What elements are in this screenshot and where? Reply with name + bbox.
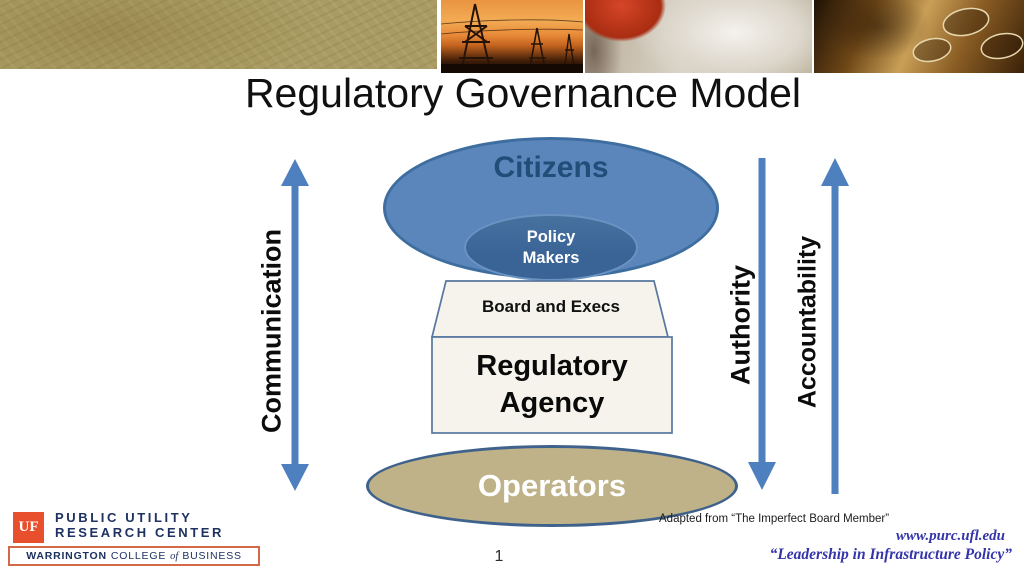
powerlines-silhouette-icon: [441, 3, 583, 73]
accountability-label: Accountability: [793, 235, 822, 409]
source-credit: Adapted from “The Imperfect Board Member…: [659, 513, 890, 525]
page-number: 1: [494, 548, 504, 565]
board-and-execs-label: Board and Execs: [482, 297, 620, 316]
banner-map-texture: [0, 0, 437, 69]
banner-photo-powerlines: [441, 0, 583, 73]
warrington-college-banner: WARRINGTON COLLEGE of BUSINESS: [8, 546, 260, 566]
uf-monogram: UF: [18, 519, 39, 535]
accountability-arrow: [821, 158, 849, 494]
banner: [0, 0, 1024, 73]
citizens-label: Citizens: [493, 151, 609, 184]
operators-label: Operators: [477, 468, 627, 503]
purc-website-url: www.purc.ufl.edu: [895, 528, 1005, 544]
operators-ellipse: Operators: [366, 445, 738, 527]
communication-label: Communication: [256, 228, 287, 434]
banner-photo-water-pipe: [585, 0, 812, 73]
purc-line1: PUBLIC UTILITY: [55, 510, 193, 525]
purc-tagline: “Leadership in Infrastructure Policy”: [769, 546, 1012, 563]
uf-logo: UF: [13, 512, 44, 543]
regulatory-agency-label: Regulatory Agency: [476, 350, 628, 419]
college-of: of: [170, 550, 179, 562]
purc-line2: RESEARCH CENTER: [55, 524, 225, 540]
college-word1: COLLEGE: [110, 550, 167, 562]
college-warrington: WARRINGTON: [26, 550, 107, 562]
policy-makers-ellipse: Policy Makers: [464, 214, 638, 281]
purc-wordmark: PUBLIC UTILITY RESEARCH CENTER: [55, 510, 225, 540]
college-word2: BUSINESS: [182, 550, 242, 562]
authority-label: Authority: [725, 265, 756, 385]
banner-photo-phone-keypad: [814, 0, 1024, 73]
keypad-keys-icon: [912, 7, 1024, 63]
policy-makers-label: Policy Makers: [522, 227, 580, 267]
slide-title: Regulatory Governance Model: [244, 70, 802, 116]
